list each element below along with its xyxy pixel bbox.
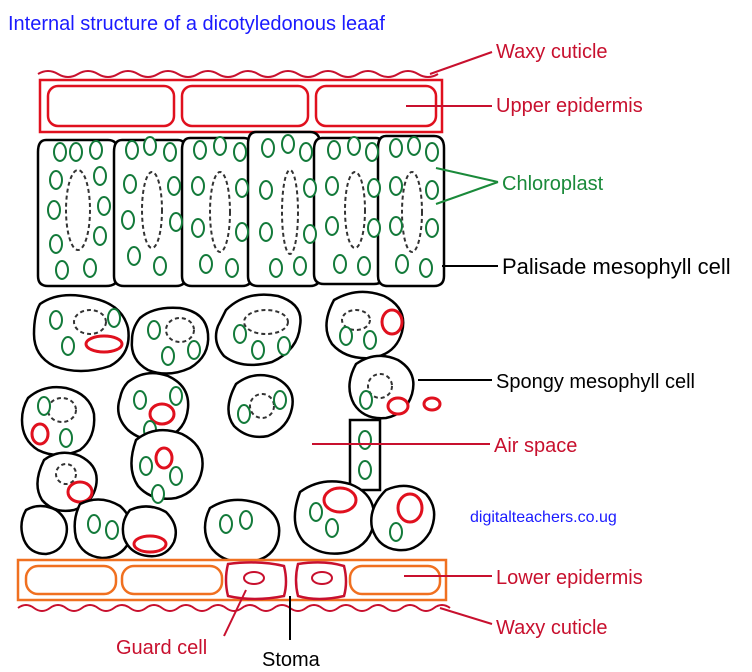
label-spongy-mesophyll: Spongy mesophyll cell — [496, 371, 695, 393]
website-credit: digitalteachers.co.ug — [470, 509, 617, 526]
label-lower-epidermis: Lower epidermis — [496, 567, 643, 589]
waxy-cuticle-top — [38, 71, 438, 77]
label-guard-cell: Guard cell — [116, 637, 207, 659]
label-waxy-cuticle-top: Waxy cuticle — [496, 41, 608, 63]
upper-epidermis — [40, 80, 442, 132]
label-stoma: Stoma — [262, 649, 321, 671]
label-palisade-mesophyll: Palisade mesophyll cell — [502, 254, 731, 279]
label-chloroplast: Chloroplast — [502, 173, 604, 195]
label-waxy-cuticle-bottom: Waxy cuticle — [496, 617, 608, 639]
label-upper-epidermis: Upper epidermis — [496, 95, 643, 117]
spongy-layer — [21, 292, 440, 562]
label-air-space: Air space — [494, 435, 577, 457]
diagram-title: Internal structure of a dicotyledonous l… — [8, 13, 385, 35]
waxy-cuticle-bottom — [18, 605, 450, 611]
